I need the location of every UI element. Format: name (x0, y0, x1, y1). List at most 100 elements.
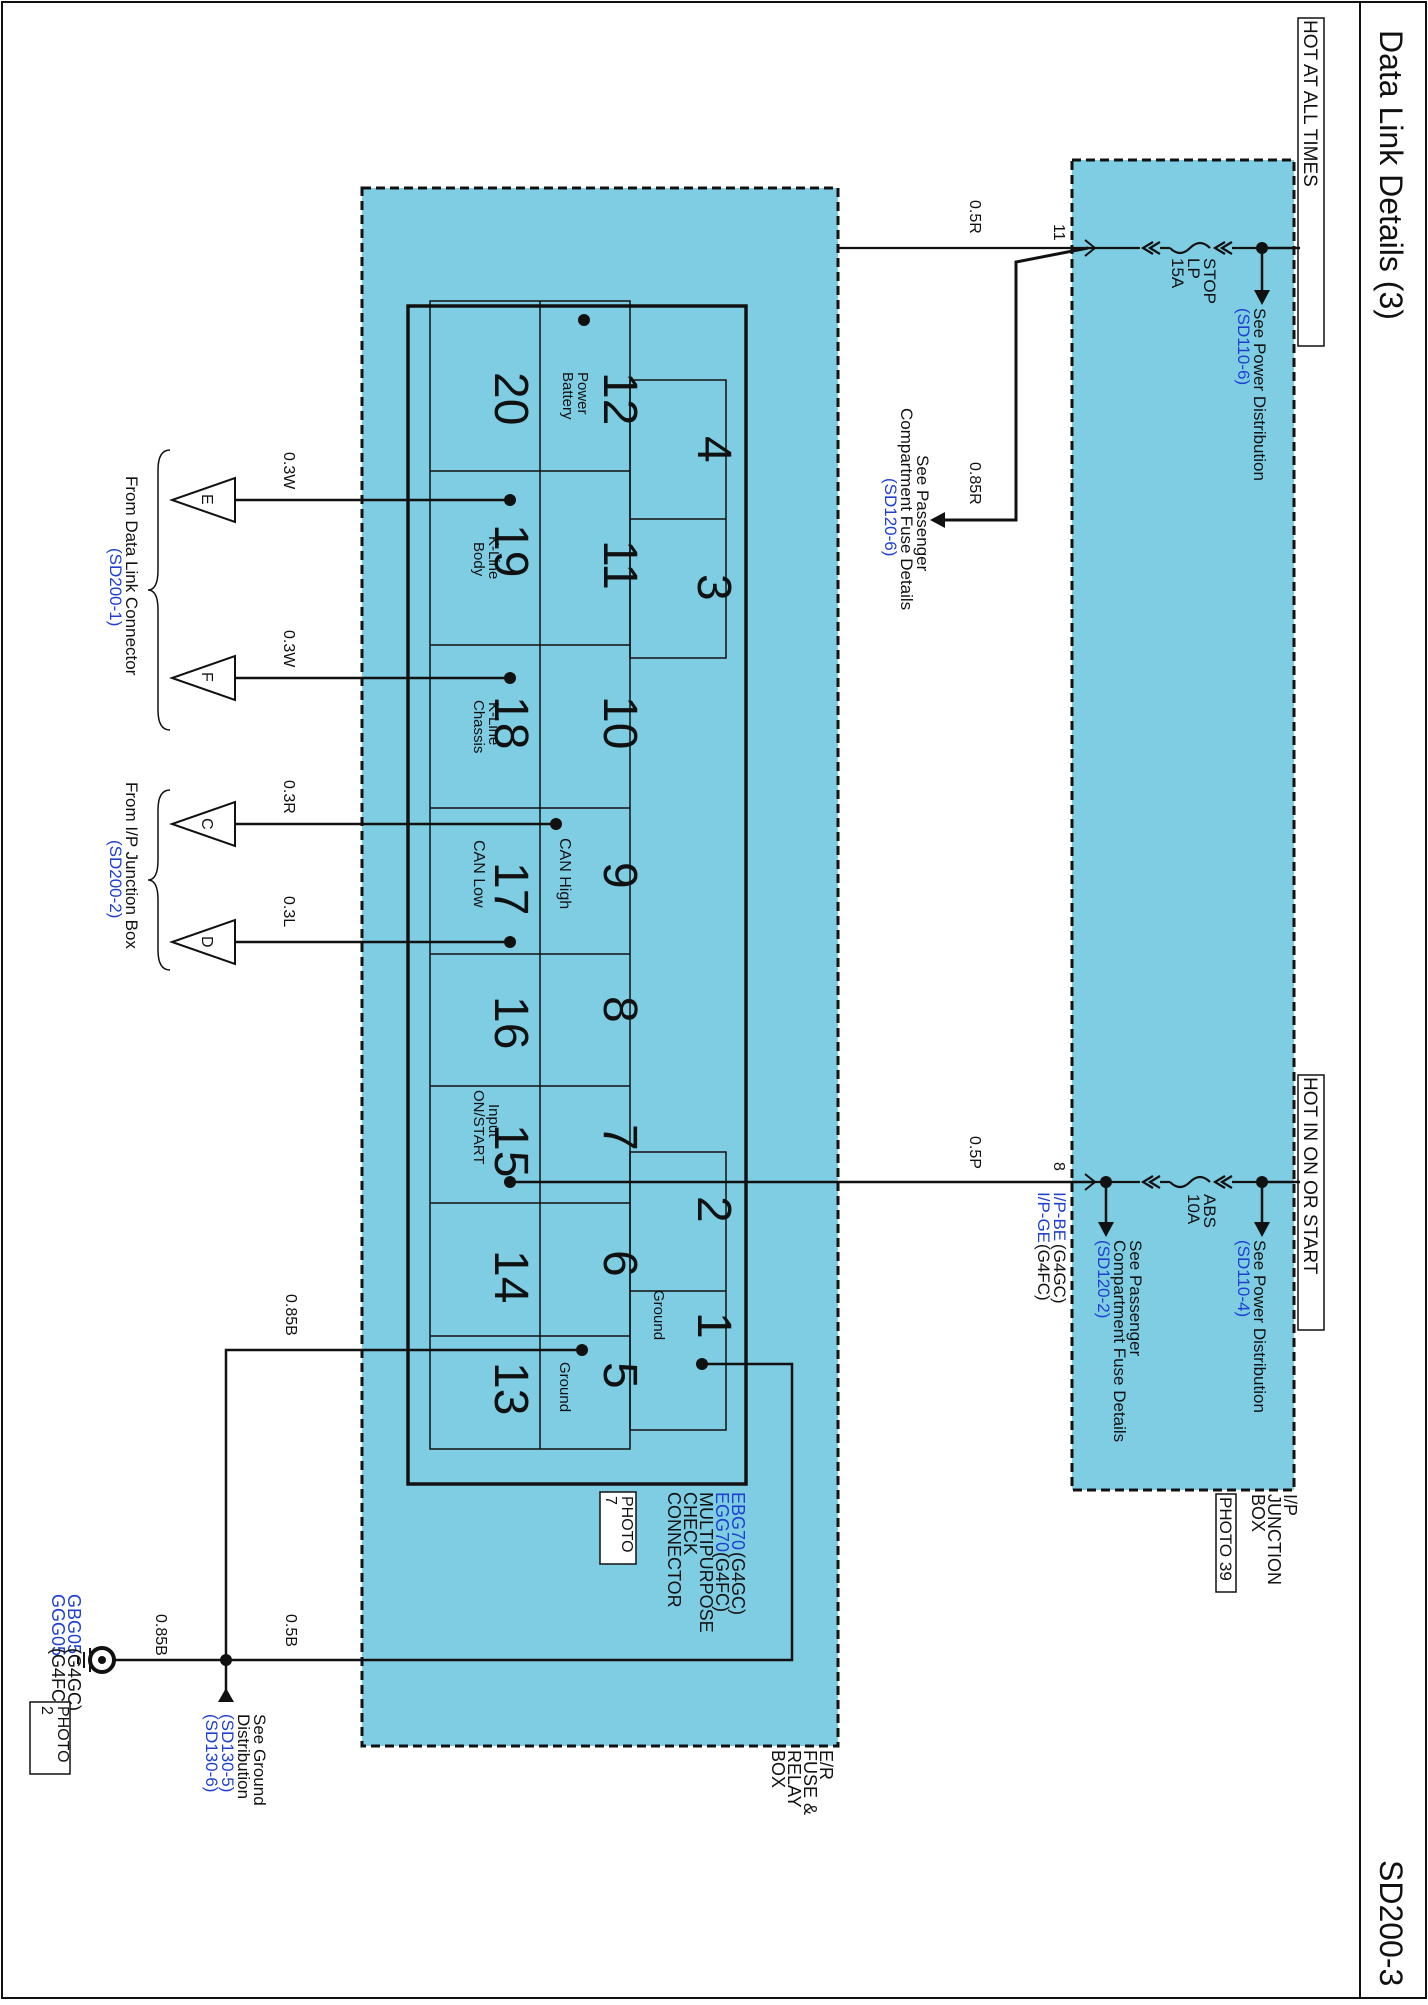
fuse-stop-lp (1095, 241, 1262, 255)
ground-see-1: See Ground (250, 1714, 269, 1806)
wire-f-label: 0.3W (280, 630, 297, 668)
ref-f: F (198, 672, 215, 682)
pin-15: 15 (484, 1124, 537, 1177)
pin-15-label: ON/STARTInput (470, 1090, 502, 1164)
check-conn-name-3: CONNECTOR (664, 1492, 684, 1608)
pd-text-1: See Power Distribution (1250, 308, 1269, 481)
ground-photo: PHOTO (54, 1706, 71, 1763)
pass-fuse-2-ref: (SD120-2) (1094, 1240, 1113, 1318)
pass-fuse-1-ref: (SD120-6) (881, 478, 900, 556)
fuse-1-name2: LP (1184, 258, 1203, 279)
pin-14: 14 (484, 1250, 537, 1303)
er-fuse-relay-box (360, 186, 840, 1748)
pass-fuse-arrow-1 (930, 512, 945, 528)
hot-at-all-times-label: HOT AT ALL TIMES (1299, 20, 1320, 187)
pin-9-label: CAN High (556, 838, 573, 909)
ground-ref-2: (SD130-6) (202, 1714, 221, 1792)
wire-d-label: 0.3L (280, 896, 297, 927)
pin-19-label: BodyK-Line (470, 536, 502, 579)
hot-on-start-box (1297, 1074, 1325, 1331)
ipjb-photo-box (1215, 1493, 1237, 1593)
hot-on-start-label: HOT IN ON OR START (1299, 1077, 1320, 1275)
pin-17-label: CAN Low (470, 840, 487, 908)
pin-10: 10 (593, 696, 646, 749)
hot-all-times-box (1297, 17, 1325, 347)
ipjb-name-1: I/P (1280, 1494, 1300, 1516)
ground-ref-1: (SD130-5) (218, 1714, 237, 1792)
dlc-text: From Data Link Connector (122, 476, 141, 676)
ground-code-2-suffix: (G4FC) (48, 1648, 68, 1708)
check-conn-photo-box (599, 1491, 637, 1565)
pin-2: 2 (687, 1196, 740, 1223)
ground-dist-arrow (218, 1688, 234, 1702)
pin-12: 12 (593, 372, 646, 425)
pd-arrow-2 (1254, 1222, 1270, 1237)
wire-05P-label: 0.5P (966, 1136, 983, 1169)
pin-9: 9 (593, 862, 646, 889)
pd-ref-2: (SD110-4) (1234, 1240, 1253, 1317)
pin-11: 11 (593, 540, 646, 590)
ground-photo-num: 2 (38, 1706, 55, 1715)
pin-8-label: 8 (1050, 1162, 1067, 1171)
check-conn-code-1: EBG70 (728, 1492, 748, 1550)
fuse-abs (1095, 1175, 1262, 1189)
pass-fuse-2-text1: See Passenger (1126, 1240, 1145, 1357)
wire-05B (102, 1362, 794, 1662)
ref-c: C (198, 818, 215, 830)
conn-2-suffix: (G4FC) (1034, 1244, 1053, 1301)
fuse-2-rating: 10A (1184, 1194, 1203, 1225)
dot-pin12 (578, 314, 590, 326)
er-box-line3: RELAY (784, 1750, 804, 1808)
wire-05B-label: 0.5B (282, 1614, 299, 1647)
pin-13: 13 (484, 1362, 537, 1415)
wire-085B-a-label: 0.85B (282, 1294, 299, 1336)
ipjb-name-2: JUNCTION (1264, 1494, 1284, 1585)
pin-19: 19 (484, 524, 537, 577)
fuse-1-rating: 15A (1168, 258, 1187, 289)
conn-1-code: I/P-BE (1050, 1192, 1069, 1241)
dlc-ref: (SD200-1) (106, 548, 125, 626)
check-conn-photo-num: 7 (602, 1496, 619, 1505)
pd-arrow-1 (1254, 290, 1270, 305)
wire-05R-label: 0.5R (966, 200, 983, 234)
fuse-1-name: STOP (1200, 258, 1219, 304)
pass-fuse-1-text1: See Passenger (913, 455, 932, 572)
ground-code-1-suffix: (G4GC) (64, 1648, 84, 1711)
wire-e-label: 0.3W (280, 452, 297, 490)
conn-1-suffix: (G4GC) (1050, 1244, 1069, 1304)
ref-d: D (198, 936, 215, 948)
brace-ipjb (147, 789, 171, 971)
pin-20: 20 (484, 372, 537, 425)
pd-text-2: See Power Distribution (1250, 1240, 1269, 1413)
er-box-line2: FUSE & (800, 1750, 820, 1815)
check-conn-code-1-suffix: (G4GC) (728, 1552, 748, 1615)
wire-085R (945, 246, 1089, 522)
pin-17: 17 (484, 862, 537, 915)
ref-e: E (198, 494, 215, 505)
ipjb-ref: (SD200-2) (106, 840, 125, 918)
er-box-line1: E/R (816, 1750, 836, 1780)
pin-4: 4 (687, 436, 740, 463)
wire-085B-b-label: 0.85B (152, 1614, 169, 1656)
check-conn-photo: PHOTO (618, 1496, 635, 1553)
ref-triangle-e (168, 476, 236, 524)
wire-085B-a (224, 1348, 582, 1660)
ref-triangle-f (168, 654, 236, 702)
ip-junction-box (1070, 158, 1296, 1492)
check-conn-code-2: EGG70 (712, 1492, 732, 1552)
ipjb-name-3: BOX (1248, 1494, 1268, 1532)
pin-7: 7 (593, 1124, 646, 1151)
pd-ref-1: (SD110-6) (1234, 308, 1253, 385)
pin-8: 8 (593, 996, 646, 1023)
page-code: SD200-3 (1373, 1860, 1409, 1986)
ipjb-text: From I/P Junction Box (122, 782, 141, 949)
check-conn-code-2-suffix: (G4FC) (712, 1552, 732, 1612)
pin-16: 16 (484, 996, 537, 1049)
fuse-2-name: ABS (1200, 1194, 1219, 1228)
page-title: Data Link Details (3) (1373, 30, 1409, 320)
pin-1-label: Ground (650, 1290, 667, 1340)
ref-triangle-c (168, 800, 236, 848)
wire-085R-label: 0.85R (966, 462, 983, 505)
